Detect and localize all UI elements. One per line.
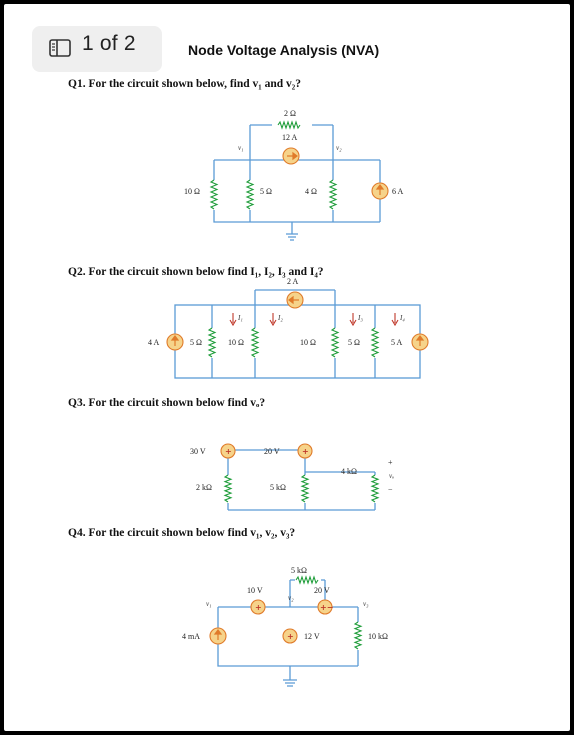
svg-text:+: + [287,632,294,641]
page-count-text: 1 of 2 [82,32,136,55]
label-r1: 2 kΩ [196,483,212,492]
label-i-src: 4 mA [182,632,200,641]
label-i-left: 4 A [148,338,160,347]
label-node-3: v₃ [363,600,369,608]
svg-text:+: + [225,447,232,456]
label-v-mid: 12 V [304,632,320,641]
svg-text:+: + [302,447,309,456]
resistor-10ohm [209,179,219,210]
label-r2: 10 Ω [228,338,244,347]
question-4: Q4. For the circuit shown below find v₁,… [68,527,296,539]
label-r1: 10 Ω [184,187,200,196]
label-current-1: I₁ [237,314,243,322]
question-3: Q3. For the circuit shown below find vₒ? [68,397,266,409]
label-current-3: I₃ [357,314,363,322]
label-current-2: I₂ [277,314,283,322]
page-indicator[interactable]: 1 of 2 [32,26,162,72]
label-plus: + [388,458,393,467]
label-minus: − [388,485,393,494]
voltage-source-30v [220,443,236,459]
label-r1: 5 Ω [190,338,202,347]
label-v-left: 10 V [247,586,263,595]
label-r2: 5 kΩ [270,483,286,492]
document-title: Node Voltage Analysis (NVA) [188,42,380,58]
label-i-right: 6 A [392,187,404,196]
label-r3: 10 Ω [300,338,316,347]
label-r-top: 2 Ω [284,109,296,118]
label-r3: 4 kΩ [341,467,357,476]
label-node-2: v₂ [288,594,294,602]
resistor-5ohm [245,179,255,210]
voltage-source-20v [297,443,313,459]
voltage-source-12v [282,628,298,644]
label-r2: 5 Ω [260,187,272,196]
label-i-mid: 12 A [282,133,298,142]
label-r-right: 10 kΩ [368,632,388,641]
circuit-2: 2 A 4 A 5 Ω 10 Ω 10 Ω 5 Ω 5 A I₁ I₂ I₃ I… [148,277,429,379]
label-r3: 4 Ω [305,187,317,196]
label-v2: 20 V [264,447,280,456]
label-r4: 5 Ω [348,338,360,347]
circuit-4: 5 kΩ + 10 V +− 20 V v₁ v₂ v₃ 4 mA + 12 V… [182,566,388,687]
circuit-3: + 30 V + 20 V 2 kΩ 5 kΩ 4 kΩ + vₒ − [190,443,394,511]
label-r-top: 5 kΩ [291,566,307,575]
label-current-4: I₄ [399,314,405,322]
voltage-source-10v [250,599,266,615]
svg-text:+: + [255,603,262,612]
label-i-top: 2 A [287,277,299,286]
resistor-4ohm [328,179,338,210]
label-node-2: v₂ [336,144,342,152]
label-node-1: v₁ [206,600,212,608]
pages-sidebar-icon[interactable] [49,39,71,57]
voltage-source-20v [317,599,333,615]
label-v1: 30 V [190,447,206,456]
question-1: Q1. For the circuit shown below, find v₁… [68,78,301,90]
label-vo: vₒ [389,472,394,480]
svg-text:+−: +− [320,603,333,612]
circuit-1: 2 Ω 12 A v₁ v₂ 10 Ω 5 Ω 4 Ω 6 A [184,109,404,241]
label-v-right: 20 V [314,586,330,595]
label-i-right: 5 A [391,338,403,347]
question-2: Q2. For the circuit shown below find I₁,… [68,266,324,278]
label-node-1: v₁ [238,144,244,152]
